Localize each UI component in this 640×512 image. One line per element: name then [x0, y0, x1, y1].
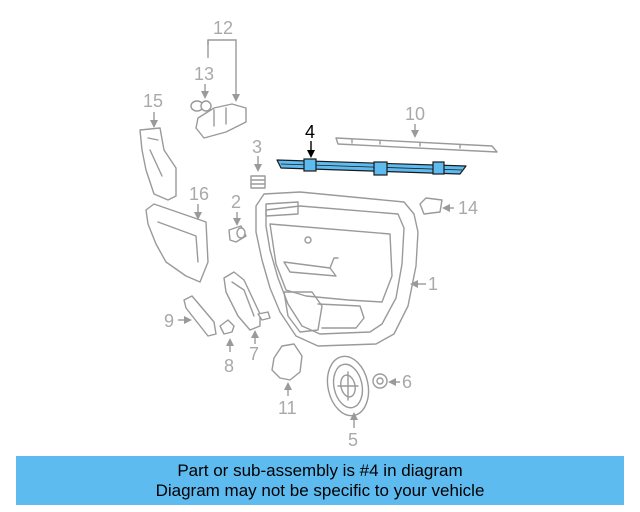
callout-11: 11: [278, 398, 297, 418]
callout-1: 1: [428, 274, 438, 294]
part-16-absorber: [145, 203, 209, 283]
part-5-speaker: [326, 355, 370, 428]
part-4-weatherstrip: [276, 141, 467, 176]
part-11-speaker-grille: [271, 343, 303, 396]
callout-7: 7: [249, 344, 259, 364]
callout-15: 15: [143, 91, 163, 111]
callout-12: 12: [213, 18, 233, 38]
banner-line-2: Diagram may not be specific to your vehi…: [155, 481, 485, 500]
callout-8: 8: [224, 356, 234, 376]
part-8-clip: [219, 319, 235, 352]
part-6-grommet: [372, 373, 400, 389]
parts-diagram: 12 13 15 16 3 2 10 4: [139, 18, 498, 450]
part-15-insulator: [139, 112, 177, 201]
callout-2: 2: [231, 192, 241, 212]
part-10-belt-moulding: [335, 124, 498, 153]
callout-3: 3: [252, 137, 262, 157]
banner-line-1: Part or sub-assembly is #4 in diagram: [177, 461, 463, 480]
part-3-plug: [250, 156, 266, 189]
callout-4: 4: [305, 122, 315, 142]
callout-10: 10: [405, 104, 425, 124]
info-banner: Part or sub-assembly is #4 in diagram Di…: [16, 456, 624, 505]
callout-5: 5: [348, 430, 358, 450]
callout-9: 9: [164, 311, 174, 331]
callout-13: 13: [194, 64, 214, 84]
part-12-13-bracket: [190, 39, 247, 139]
part-14-clip: [419, 197, 454, 215]
callout-14: 14: [458, 198, 478, 218]
part-7-handle-bezel: [223, 271, 271, 344]
callout-16: 16: [189, 184, 209, 204]
part-1-door-trim-panel: [255, 191, 426, 347]
callout-6: 6: [402, 372, 412, 392]
part-9-armrest-cover: [178, 295, 217, 337]
part-2-bushing: [228, 212, 247, 243]
